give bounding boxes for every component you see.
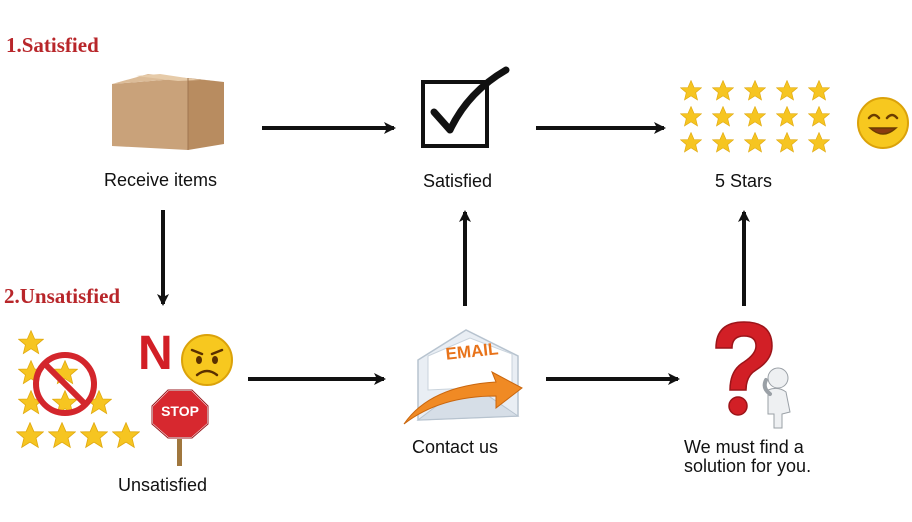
node-label-solution: We must find a solution for you. [684,437,812,476]
node-label-receive-items: Receive items [104,170,218,190]
section-heading-satisfied: 1.Satisfied [6,33,99,57]
node-label-contact-us: Contact us [412,437,499,457]
worried-face-icon [181,334,233,386]
stop-sign-text: STOP [161,403,199,419]
question-person-icon [715,321,791,429]
email-icon: EMAIL [400,320,530,430]
no-letter: N [138,327,173,380]
node-label-five-stars: 5 Stars [715,171,773,191]
node-label-satisfied: Satisfied [423,171,493,191]
checkbox-icon [421,66,510,148]
crossed-stars-icon [16,330,140,448]
smiley-icon [857,97,909,149]
stop-sign-icon: STOP [150,388,210,468]
box-icon [112,74,224,150]
node-label-unsatisfied: Unsatisfied [118,475,208,495]
section-heading-unsatisfied: 2.Unsatisfied [4,284,121,308]
stars-icon [680,80,830,153]
